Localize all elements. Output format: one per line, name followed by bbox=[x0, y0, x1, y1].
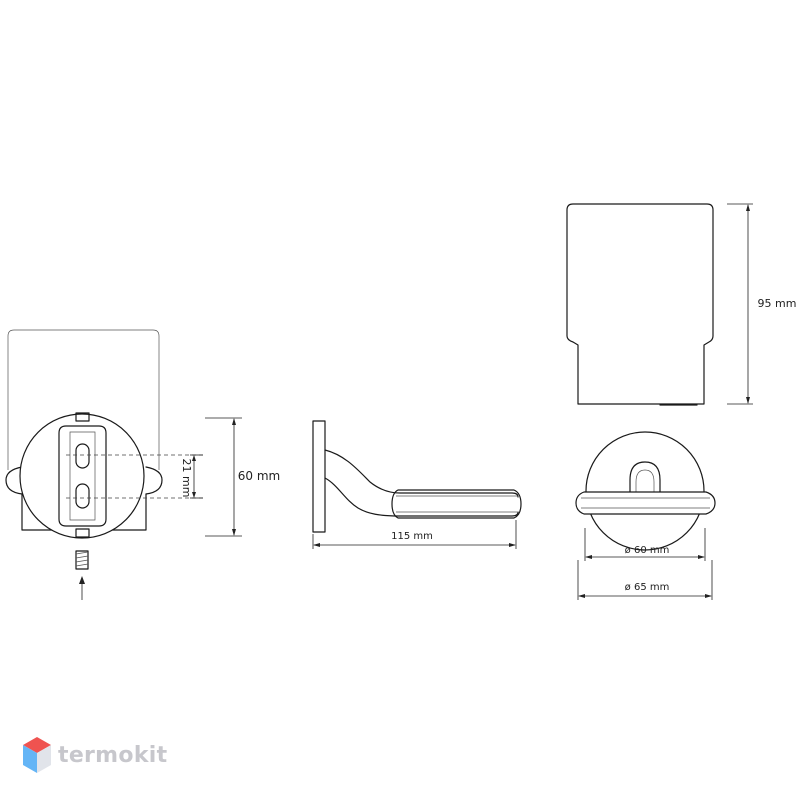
top-ring-band bbox=[575, 491, 716, 515]
dim-21-label: 21 mm bbox=[180, 459, 193, 498]
dim-21-arrow-bottom bbox=[192, 492, 196, 498]
round-plate bbox=[19, 413, 145, 539]
dim-115-arrow-left bbox=[313, 543, 320, 547]
dim-d60-arrow-right bbox=[698, 555, 705, 559]
right-lug bbox=[145, 466, 163, 495]
dim-60-arrow-top bbox=[232, 418, 236, 425]
top-plate bbox=[585, 431, 705, 551]
dim-95-arrow-bottom bbox=[746, 397, 750, 404]
dim-d60-label: ø 60 mm bbox=[625, 545, 670, 556]
front-view: 21 mm 60 mm bbox=[5, 329, 280, 600]
dim-d65-arrow-left bbox=[578, 594, 585, 598]
dim-95-label: 95 mm bbox=[758, 297, 797, 310]
brand-logo: termokit bbox=[22, 736, 167, 774]
dim-d60-arrow-left bbox=[585, 555, 592, 559]
side-view: 115 mm bbox=[312, 420, 522, 549]
dim-95-arrow-top bbox=[746, 204, 750, 211]
side-ring bbox=[391, 489, 522, 519]
left-lug bbox=[5, 466, 23, 495]
top-view: ø 60 mm ø 65 mm bbox=[575, 431, 716, 600]
dim-d65-label: ø 65 mm bbox=[625, 582, 670, 593]
bottom-notch bbox=[75, 528, 90, 538]
top-notch bbox=[75, 412, 90, 422]
glass-view: 95 mm bbox=[566, 203, 797, 406]
dim-115-label: 115 mm bbox=[391, 531, 433, 542]
dim-60-arrow-bottom bbox=[232, 529, 236, 536]
glass-outline-back bbox=[7, 329, 160, 470]
glass-body bbox=[566, 203, 714, 405]
screw bbox=[75, 550, 89, 570]
insert-arrow-head bbox=[79, 576, 85, 584]
dim-60-label: 60 mm bbox=[238, 469, 280, 483]
mounting-bar bbox=[58, 425, 107, 527]
cube-icon bbox=[23, 737, 51, 773]
dim-21-arrow-top bbox=[192, 455, 196, 461]
dim-d65-arrow-right bbox=[705, 594, 712, 598]
lower-slot bbox=[75, 483, 90, 509]
mounting-bar-inner bbox=[69, 431, 96, 521]
dim-115-arrow-right bbox=[509, 543, 516, 547]
upper-slot bbox=[75, 443, 90, 469]
side-arm-lower bbox=[324, 477, 519, 517]
top-hook bbox=[629, 461, 661, 495]
brand-wordmark: termokit bbox=[58, 742, 168, 768]
side-arm bbox=[324, 449, 519, 498]
top-hook-inner bbox=[635, 469, 655, 494]
side-wall-plate bbox=[312, 420, 326, 533]
